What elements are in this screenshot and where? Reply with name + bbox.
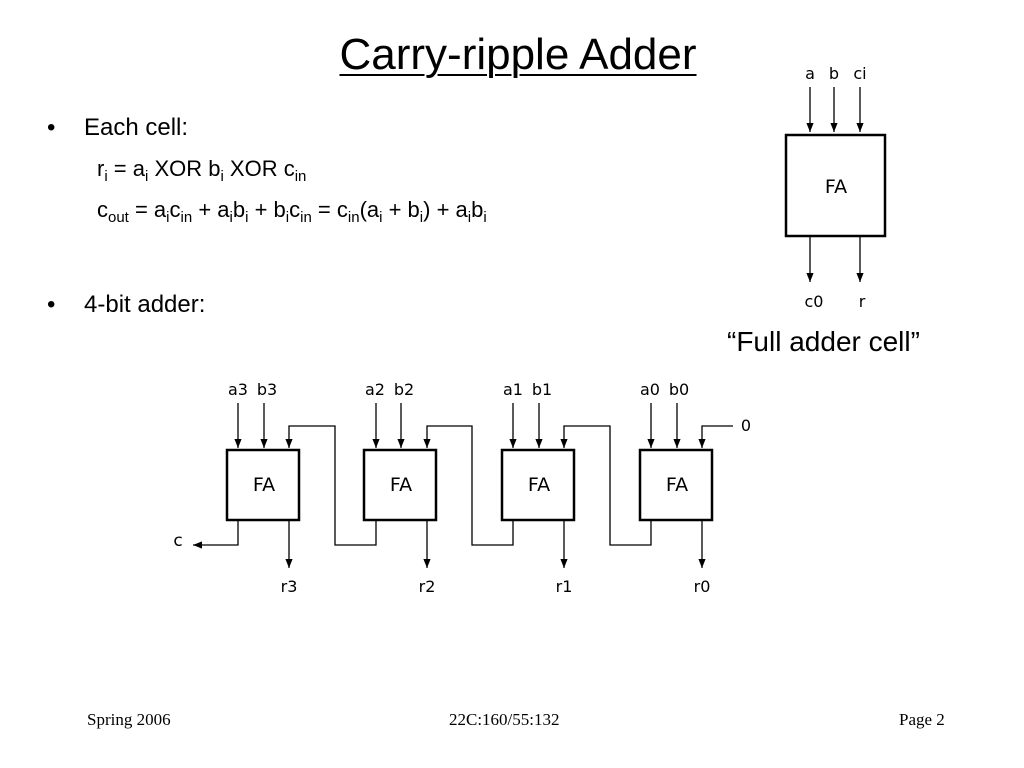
- cell3-fa-label: FA: [253, 474, 275, 496]
- fa-output-c0-label: c0: [805, 292, 824, 311]
- cell1-b-label: b1: [532, 380, 552, 399]
- equation-sum: ri = ai XOR bi XOR cin: [97, 156, 307, 185]
- cell1-block: [500, 448, 576, 522]
- carry-wire-1-to-2: [423, 425, 514, 546]
- fa-cell-1: a1 b1 FA r1: [500, 380, 576, 596]
- fa-input-ci-label: ci: [853, 64, 866, 83]
- bullet-four-bit: • 4-bit adder:: [47, 291, 206, 319]
- cell2-r-label: r2: [419, 577, 436, 596]
- full-adder-cell-diagram: a b ci FA c0 r: [784, 64, 887, 311]
- cell1-r-label: r1: [556, 577, 573, 596]
- cell3-block: [225, 448, 301, 522]
- bullet-marker: •: [47, 114, 56, 141]
- carry-out-wire: [193, 521, 239, 549]
- bullet-text: 4-bit adder:: [84, 291, 206, 318]
- cell0-block: [638, 448, 714, 522]
- cell0-b-label: b0: [669, 380, 689, 399]
- cell0-fa-label: FA: [666, 474, 688, 496]
- cell3-a-label: a3: [228, 380, 248, 399]
- cell0-r-label: r0: [694, 577, 711, 596]
- fa-input-b-label: b: [829, 64, 839, 83]
- fa-cell-0: a0 b0 FA r0: [638, 380, 714, 596]
- bullet-each-cell: • Each cell:: [47, 114, 189, 142]
- fa-block: [784, 133, 887, 238]
- cell0-a-label: a0: [640, 380, 660, 399]
- fa-input-a-label: a: [805, 64, 815, 83]
- carry-in-wire: [698, 425, 733, 448]
- cell3-r-label: r3: [281, 577, 298, 596]
- footer-center: 22C:160/55:132: [449, 710, 560, 729]
- cell2-block: [362, 448, 438, 522]
- cell2-b-label: b2: [394, 380, 414, 399]
- fa-block-label: FA: [825, 176, 847, 198]
- cell2-fa-label: FA: [390, 474, 412, 496]
- cell3-b-label: b3: [257, 380, 277, 399]
- carry-wire-0-to-1: [560, 425, 652, 546]
- fa-output-r-label: r: [859, 292, 866, 311]
- footer-left: Spring 2006: [87, 710, 171, 729]
- full-adder-caption: “Full adder cell”: [727, 326, 920, 357]
- bullet-marker: •: [47, 291, 56, 318]
- bullet-text: Each cell:: [84, 114, 189, 141]
- carry-wire-2-to-3: [285, 425, 377, 546]
- cell1-a-label: a1: [503, 380, 523, 399]
- carry-out-label: c: [173, 531, 182, 551]
- footer-right: Page 2: [899, 710, 945, 729]
- cell2-a-label: a2: [365, 380, 385, 399]
- fa-cell-2: a2 b2 FA r2: [362, 380, 438, 596]
- ripple-adder-diagram: a3 b3 FA r3 a2 b2 FA r2 a1 b1 FA r1 a0 b…: [173, 380, 751, 596]
- fa-cell-3: a3 b3 FA r3: [225, 380, 301, 596]
- cell1-fa-label: FA: [528, 474, 550, 496]
- equation-carry: cout = aicin + aibi + bicin = cin(ai + b…: [97, 197, 487, 226]
- carry-in-label: 0: [741, 416, 751, 435]
- slide-title: Carry-ripple Adder: [339, 30, 697, 79]
